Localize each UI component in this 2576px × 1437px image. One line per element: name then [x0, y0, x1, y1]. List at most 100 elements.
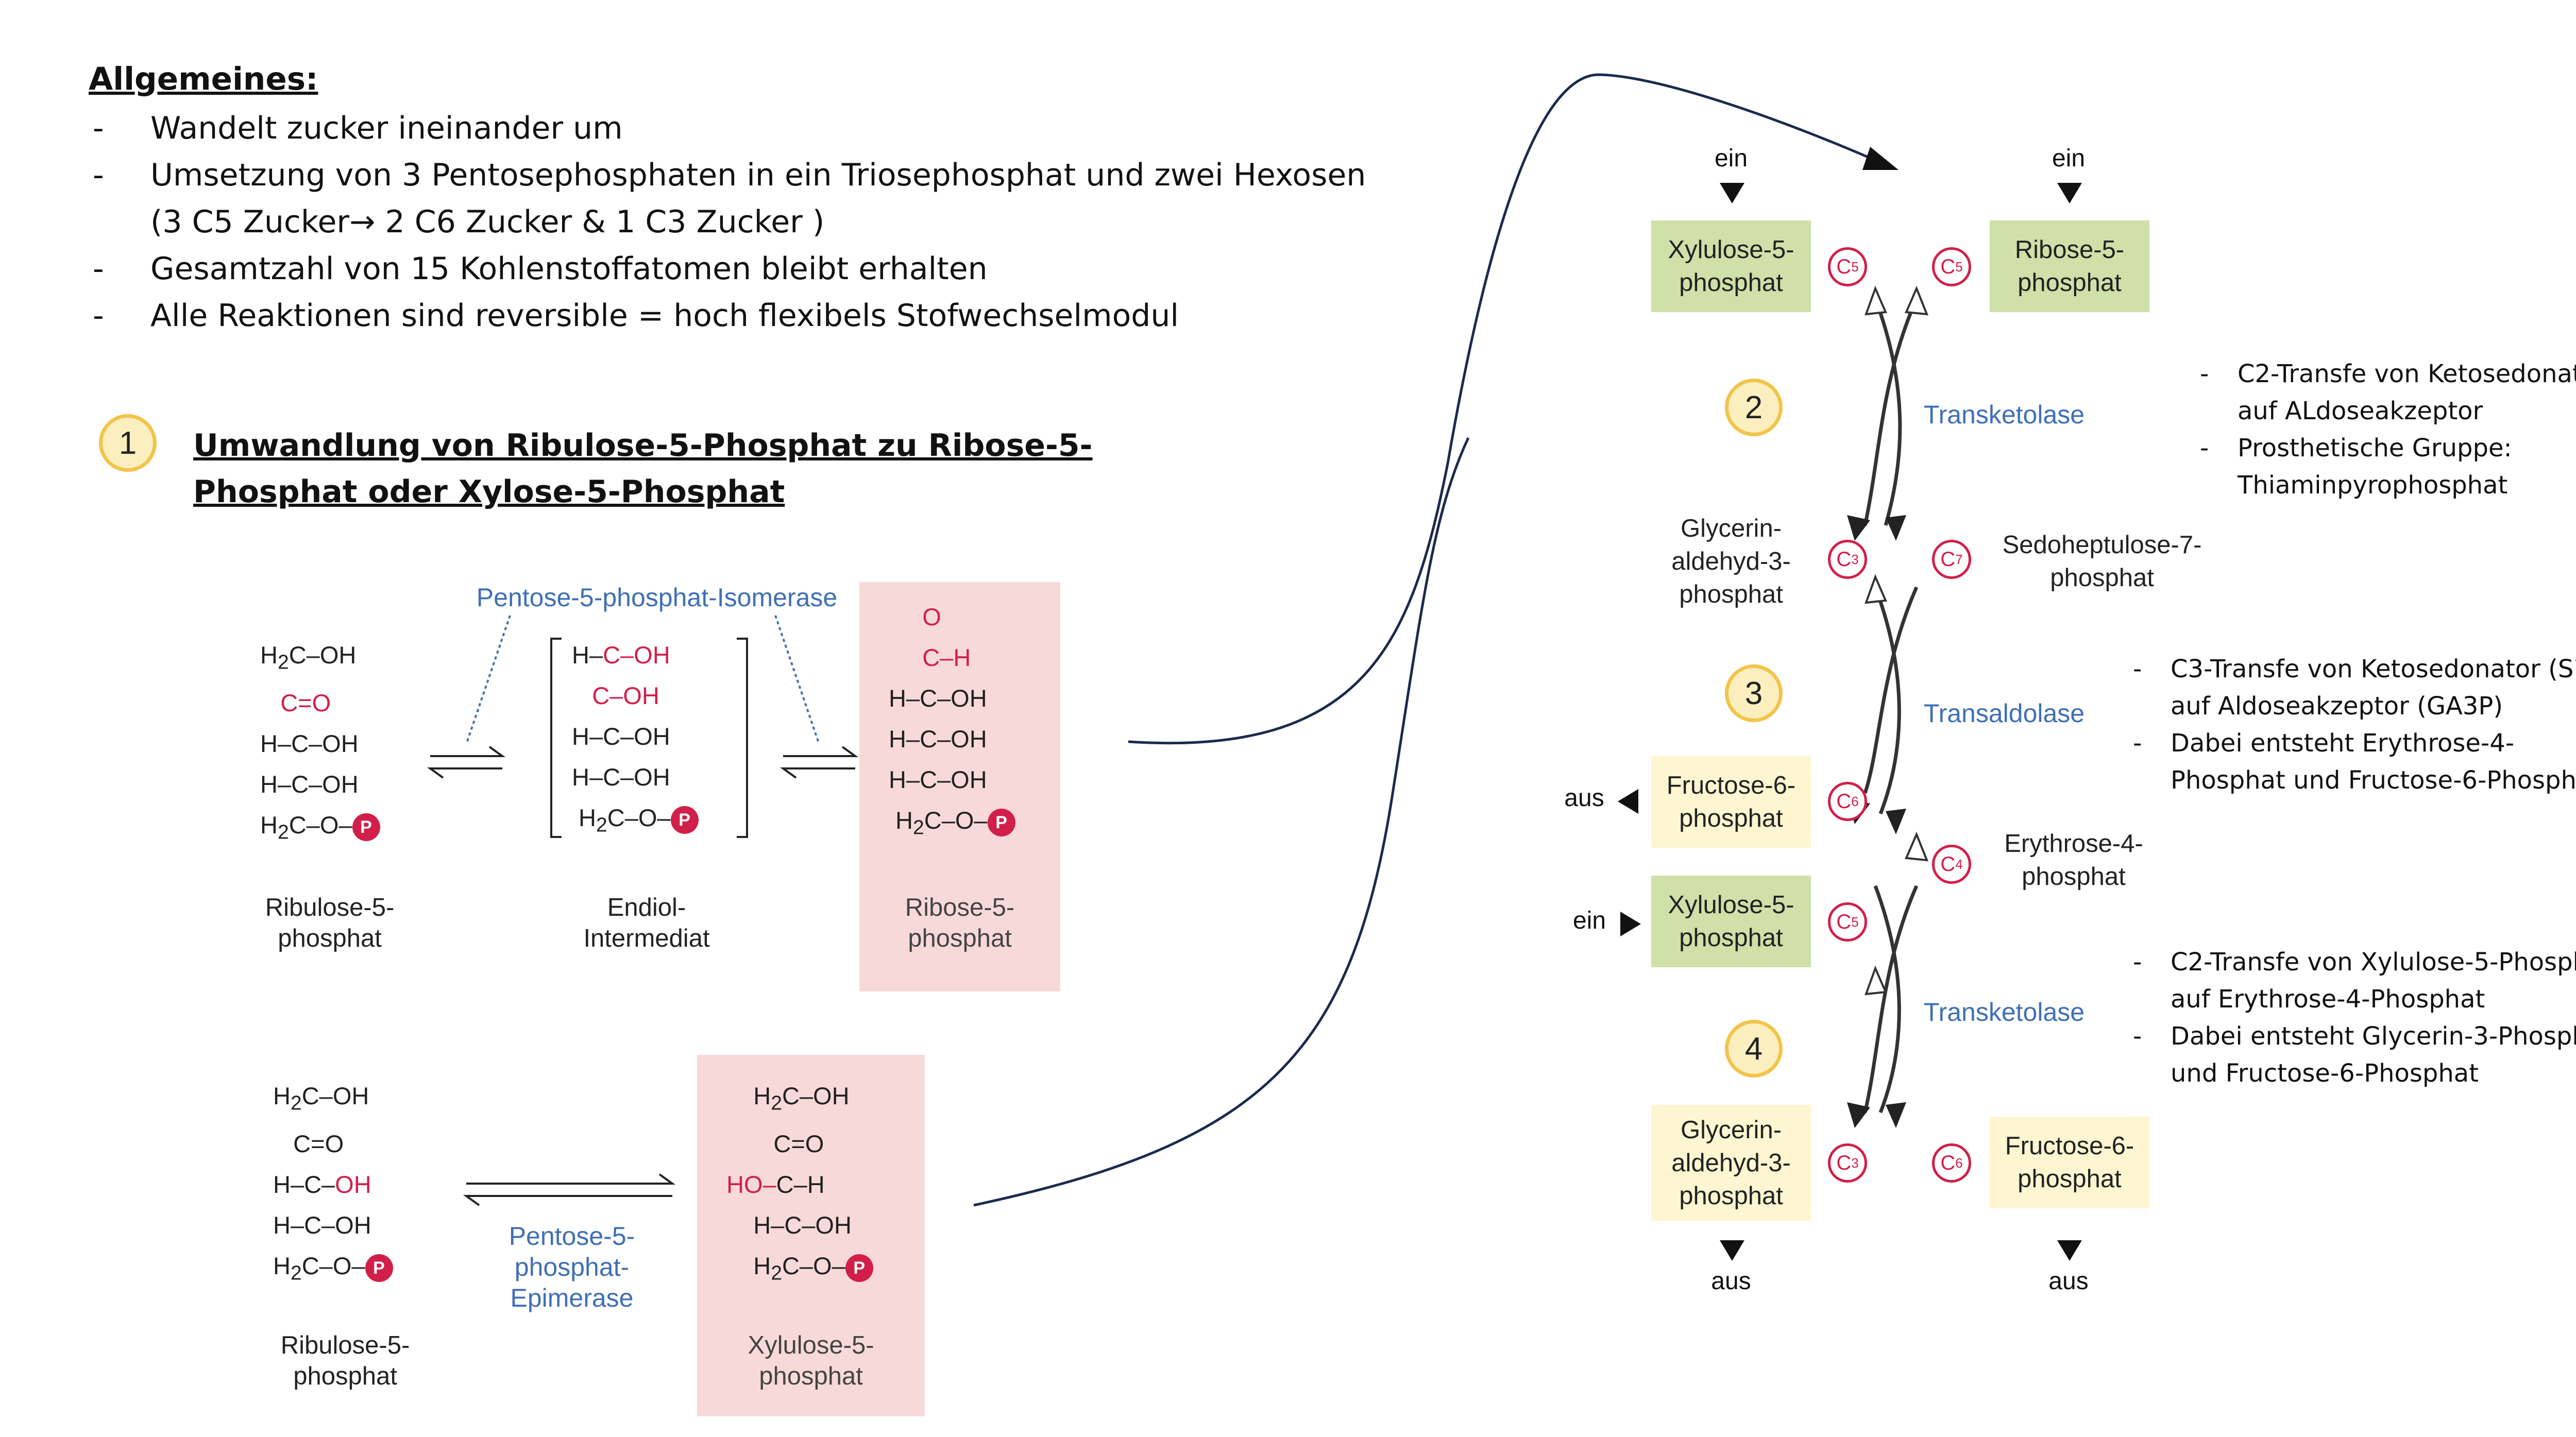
xylulose-top-box: Xylulose-5- phosphat — [1651, 220, 1811, 312]
xylulose-mid-box: Xylulose-5- phosphat — [1651, 876, 1811, 967]
note-item: C3-Transfe von Ketosedonator (S7P) auf A… — [2133, 651, 2576, 725]
transaldolase-label: Transaldolase — [1923, 699, 2085, 728]
general-heading: Allgemeines: — [89, 61, 318, 97]
pathway-open-arrowheads — [1865, 285, 1929, 996]
ribose-structure: O C–H H–C–OH H–C–OH H–C–OH H2C–O–P — [889, 596, 1015, 848]
general-item: Wandelt zucker ineinander um — [89, 105, 1366, 152]
carbon-letter: C — [1836, 1151, 1852, 1174]
general-list: Wandelt zucker ineinander um Umsetzung v… — [89, 105, 1366, 339]
glycerin-bottom-box: Glycerin- aldehyd-3- phosphat — [1651, 1105, 1811, 1221]
epimerase-label-l2: phosphat- — [514, 1253, 630, 1281]
carbon-letter: C — [1836, 548, 1852, 571]
endiol-label-l1: Endiol- — [607, 894, 686, 921]
ribulose-bottom-structure: H2C–OH C=O H–C–OH H–C–OH H2C–O–P — [273, 1075, 393, 1294]
xylulose-label-l2: phosphat — [759, 1362, 863, 1390]
carbon-count: 3 — [1851, 551, 1859, 567]
note-item: Prosthetische Gruppe: Thiaminpyrophospha… — [2200, 430, 2576, 504]
isomerase-label: Pentose-5-phosphat-Isomerase — [476, 583, 838, 612]
general-item: Alle Reaktionen sind reversible = hoch f… — [89, 293, 1366, 339]
carbon-count: 6 — [1955, 1155, 1963, 1171]
note-item: Dabei entsteht Erythrose-4-Phosphat und … — [2133, 725, 2576, 799]
fructose-left-box: Fructose-6- phosphat — [1651, 756, 1811, 848]
carbon-letter: C — [1940, 852, 1956, 876]
phosphate-badge: P — [670, 806, 699, 834]
ribulose-label-l2: phosphat — [278, 925, 382, 952]
note-step-3: C3-Transfe von Ketosedonator (S7P) auf A… — [2133, 651, 2576, 799]
note-item: C2-Transfe von Xylulose-5-Phosphat auf E… — [2133, 944, 2576, 1018]
carbon-letter: C — [1836, 910, 1852, 933]
sedoheptulose-label: Sedoheptulose-7- phosphat — [2002, 531, 2202, 592]
carbon-letter: C — [1940, 255, 1956, 278]
equilibrium-arrow-3 — [463, 1173, 676, 1206]
carbon-letter: C — [1836, 255, 1852, 278]
carbon-count: 7 — [1955, 551, 1963, 567]
xylulose-label-l1: Xylulose-5- — [748, 1331, 874, 1359]
xylulose-label: Xylulose-5- phosphat — [697, 1330, 925, 1392]
arrow-right-icon — [1620, 912, 1641, 936]
section1-title-line2: Phosphat oder Xylose-5-Phosphat — [193, 474, 785, 510]
carbon-count: 3 — [1851, 1155, 1859, 1171]
xylulose-structure: H2C–OH C=O HO–C–H H–C–OH H2C–O–P — [726, 1075, 873, 1294]
ribulose-bottom-label-l1: Ribulose-5- — [280, 1331, 410, 1359]
pathway-arrows — [1863, 298, 1919, 1114]
carbon-count: 5 — [1851, 914, 1859, 930]
step-1-circle: 1 — [99, 414, 157, 472]
in-label-mid: ein — [1572, 907, 1606, 934]
equilibrium-arrow-2 — [779, 746, 859, 779]
ribose-box: Ribose-5- phosphat — [1990, 220, 2149, 312]
step-3-circle: 3 — [1725, 664, 1783, 722]
transketolase-label-1: Transketolase — [1923, 400, 2085, 429]
in-label-left: ein — [1714, 145, 1748, 172]
carbon-count: 6 — [1851, 793, 1859, 809]
step-4-circle: 4 — [1725, 1020, 1783, 1077]
connector-xylulose-curve — [973, 437, 1470, 1207]
connector-ribose-curve — [1128, 73, 1887, 745]
ribulose-bottom-label-l2: phosphat — [293, 1362, 397, 1390]
carbon-count: 5 — [1851, 259, 1859, 275]
glycerin-mid-label: Glycerin- aldehyd-3- phosphat — [1671, 515, 1791, 608]
carbon-count: 5 — [1955, 259, 1963, 275]
carbon-count: 4 — [1955, 856, 1963, 872]
phosphate-badge: P — [845, 1254, 873, 1282]
arrow-down-icon — [1720, 183, 1744, 203]
ribulose-bottom-label: Ribulose-5- phosphat — [242, 1330, 448, 1392]
phosphate-badge: P — [365, 1254, 393, 1282]
endiol-label-l2: Intermediat — [583, 925, 710, 952]
in-label-right: ein — [2052, 145, 2086, 172]
isomerase-pointer-left — [465, 615, 511, 745]
connector-arrowhead — [1862, 147, 1899, 170]
step-2-circle: 2 — [1725, 379, 1783, 436]
transketolase-label-2: Transketolase — [1923, 998, 2085, 1027]
phosphate-badge: P — [352, 813, 380, 841]
ribose-highlight-box — [859, 582, 1060, 991]
general-item-continuation: (3 C5 Zucker→ 2 C6 Zucker & 1 C3 Zucker … — [150, 204, 825, 240]
phosphate-badge: P — [987, 808, 1015, 836]
note-step-4: C2-Transfe von Xylulose-5-Phosphat auf E… — [2133, 944, 2576, 1092]
section1-title: Umwandlung von Ribulose-5-Phosphat zu Ri… — [193, 422, 1093, 515]
out-label-left: aus — [1564, 784, 1604, 812]
xylulose-highlight-box — [697, 1055, 925, 1416]
ribulose-structure: H2C–OH C=O H–C–OH H–C–OH H2C–O–P — [260, 635, 380, 853]
arrow-down-icon — [1720, 1240, 1744, 1261]
note-item: C2-Transfe von Ketosedonator auf ALdosea… — [2200, 355, 2576, 430]
general-item: Gesamtzahl von 15 Kohlenstoffatomen blei… — [89, 246, 1366, 293]
arrow-down-icon — [2057, 183, 2082, 203]
note-item: Dabei entsteht Glycerin-3-Phosphat und F… — [2133, 1018, 2576, 1092]
section1-title-line1: Umwandlung von Ribulose-5-Phosphat zu Ri… — [193, 427, 1093, 464]
ribose-label-l2: phosphat — [908, 925, 1012, 952]
epimerase-label-l1: Pentose-5- — [509, 1222, 635, 1251]
ribose-label-l1: Ribose-5- — [905, 894, 1015, 921]
carbon-letter: C — [1940, 1151, 1956, 1174]
endiol-structure: H–C–OH C–OH H–C–OH H–C–OH H2C–O–P — [572, 635, 699, 845]
out-label-bottom-left: aus — [1711, 1268, 1751, 1295]
arrow-down-icon — [2057, 1240, 2082, 1261]
